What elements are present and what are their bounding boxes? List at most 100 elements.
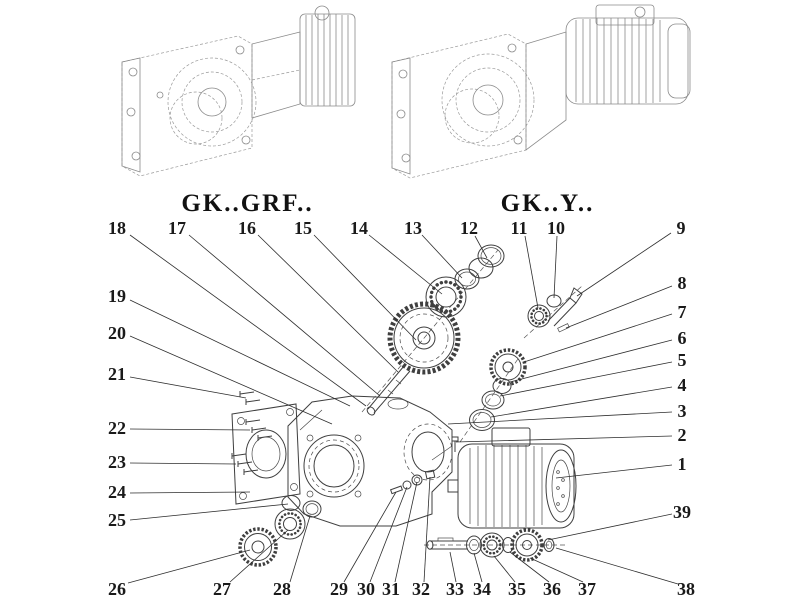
part-small-fasteners	[389, 469, 436, 495]
leader-line-26	[127, 549, 251, 584]
leader-line-15	[313, 234, 417, 341]
callout-36: 36	[543, 579, 561, 599]
callout-39: 39	[673, 502, 691, 522]
callout-16: 16	[238, 218, 256, 238]
leader-line-10	[553, 235, 558, 299]
leader-line-3	[447, 411, 673, 425]
callout-4: 4	[677, 375, 687, 395]
callout-38: 38	[677, 579, 695, 599]
callout-30: 30	[357, 579, 375, 599]
callout-6: 6	[677, 328, 687, 348]
callout-28: 28	[273, 579, 291, 599]
callout-31: 31	[382, 579, 400, 599]
leader-line-19	[129, 299, 351, 407]
leader-line-31	[394, 481, 418, 583]
callout-5: 5	[677, 350, 687, 370]
leader-line-38	[555, 547, 679, 585]
leader-line-27	[229, 529, 289, 583]
callout-27: 27	[213, 579, 231, 599]
part-seal	[281, 495, 301, 511]
callout-2: 2	[677, 425, 687, 445]
leader-line-14	[368, 234, 443, 295]
leader-line-1	[555, 464, 673, 479]
callout-12: 12	[460, 218, 478, 238]
callout-33: 33	[446, 579, 464, 599]
leader-line-4	[490, 386, 673, 418]
leader-line-39	[547, 513, 673, 541]
leader-line-2	[455, 435, 673, 443]
leader-lines-layer	[127, 232, 679, 585]
part-motor	[447, 427, 577, 529]
leader-line-20	[129, 335, 333, 425]
leader-line-35	[493, 555, 516, 583]
callout-15: 15	[294, 218, 312, 238]
leader-line-23	[129, 462, 237, 465]
axis-pinion	[523, 285, 583, 339]
leader-line-5	[499, 361, 673, 397]
gearbox-drawing-y	[391, 4, 691, 179]
part-pinion-shaft-group	[527, 287, 583, 333]
leader-line-33	[449, 551, 457, 583]
variant-title-grf: GK..GRF..	[181, 190, 314, 217]
part-output-bearing-group	[238, 500, 322, 567]
leader-line-37	[529, 557, 584, 583]
leader-line-30	[369, 486, 408, 583]
leader-line-11	[524, 235, 539, 309]
callout-22: 22	[108, 418, 126, 438]
leader-line-22	[129, 428, 251, 431]
callout-23: 23	[108, 452, 126, 472]
callout-20: 20	[108, 323, 126, 343]
callout-18: 18	[108, 218, 126, 238]
part-input-bearing-group	[425, 244, 505, 318]
leader-line-7	[523, 313, 673, 363]
callout-21: 21	[108, 364, 126, 384]
part-bolt	[451, 436, 459, 452]
callout-19: 19	[108, 286, 126, 306]
part-large-gear	[387, 301, 461, 375]
callout-35: 35	[508, 579, 526, 599]
callout-1: 1	[677, 454, 687, 474]
leader-line-25	[129, 503, 289, 521]
callout-14: 14	[350, 218, 368, 238]
part-output-shaft-assembly	[426, 528, 555, 562]
callout-9: 9	[676, 218, 686, 238]
exploded-view-drawing	[231, 244, 583, 567]
leader-line-16	[257, 234, 399, 373]
leader-line-24	[129, 491, 251, 494]
callout-32: 32	[412, 579, 430, 599]
callout-37: 37	[578, 579, 596, 599]
part-screws	[231, 391, 273, 475]
gearbox-drawing-grf	[121, 5, 356, 177]
leader-line-8	[565, 285, 673, 329]
callout-25: 25	[108, 510, 126, 530]
callout-10: 10	[547, 218, 565, 238]
callout-7: 7	[677, 302, 687, 322]
axis-intermediate	[459, 355, 521, 443]
part-bevel-gear-group	[469, 348, 527, 431]
callout-8: 8	[677, 273, 687, 293]
callout-17: 17	[168, 218, 186, 238]
leader-line-34	[473, 552, 483, 583]
leader-line-29	[343, 491, 397, 583]
variant-title-y: GK..Y..	[500, 190, 595, 217]
callout-13: 13	[404, 218, 422, 238]
leader-line-17	[188, 234, 381, 397]
callout-3: 3	[677, 401, 687, 421]
part-flange	[231, 403, 301, 511]
callout-34: 34	[473, 579, 491, 599]
leader-line-32	[423, 476, 431, 583]
part-input-shaft	[366, 365, 411, 416]
callout-11: 11	[510, 218, 528, 238]
leader-line-13	[421, 234, 463, 279]
leader-line-28	[289, 515, 311, 583]
leader-line-9	[576, 232, 672, 297]
leader-line-21	[129, 376, 247, 399]
callout-26: 26	[108, 579, 126, 599]
callout-24: 24	[108, 482, 126, 502]
leader-line-12	[474, 235, 488, 259]
leader-line-18	[129, 234, 367, 407]
leader-line-36	[509, 551, 550, 583]
leader-line-6	[509, 339, 673, 383]
